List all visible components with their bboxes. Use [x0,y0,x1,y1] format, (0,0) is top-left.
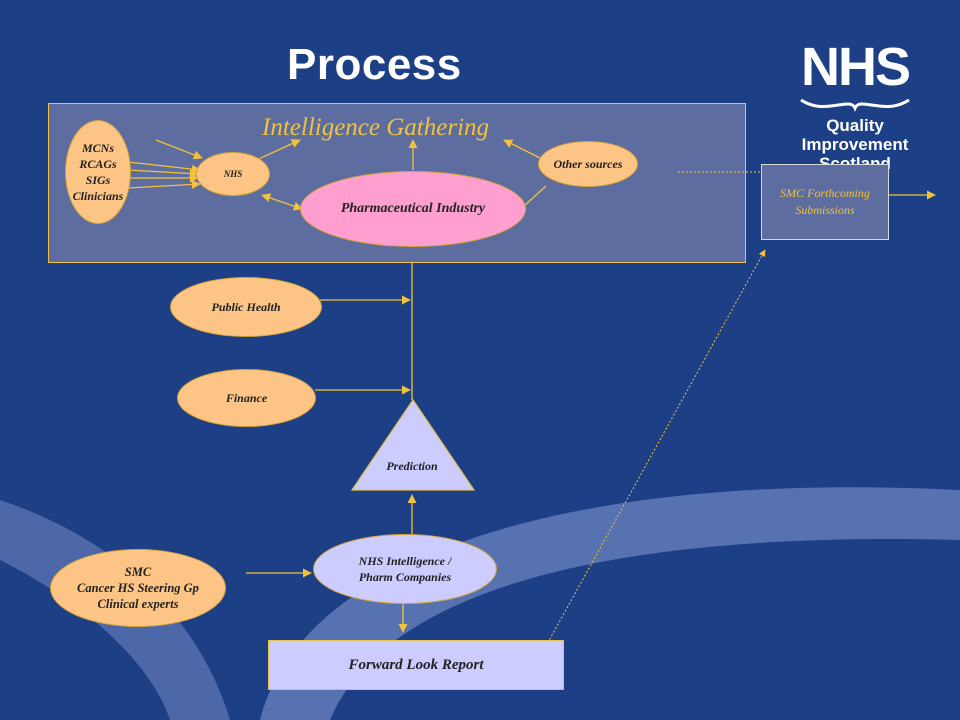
pharma-label: Pharmaceutical Industry [340,201,486,216]
forward-look-report-box: Forward Look Report [268,640,564,690]
logo-line-1: Quality [826,116,884,135]
nhs-intel-line-1: NHS Intelligence / [358,554,452,568]
nhs-intel-line-2: Pharm Companies [358,570,452,584]
nhs-intel-oval: NHS Intelligence / Pharm Companies [313,534,497,604]
stakeholder-mcns: MCNs [81,141,114,155]
prediction-label: Prediction [386,459,438,473]
finance-label: Finance [225,391,268,405]
stakeholders-oval: MCNs RCAGs SIGs Clinicians [65,120,131,224]
pharma-oval: Pharmaceutical Industry [300,171,526,247]
prediction-triangle [350,398,476,491]
smc-group-line-2: Cancer HS Steering Gp [77,581,199,595]
forward-look-label: Forward Look Report [348,656,484,673]
smc-forthcoming-line-1: SMC Forthcoming [780,186,870,200]
stakeholder-rcags: RCAGs [79,157,117,171]
smc-group-line-1: SMC [124,565,152,579]
finance-oval: Finance [177,369,316,427]
stakeholder-sigs: SIGs [85,173,111,187]
smc-forthcoming-line-2: Submissions [795,203,855,217]
other-sources-label: Other sources [553,157,623,171]
nhs-label: NHS [223,169,243,179]
logo-line-2: Improvement [801,135,909,154]
smc-group-line-3: Clinical experts [97,597,179,611]
smc-forthcoming-box: SMC Forthcoming Submissions [761,164,889,240]
smc-group-oval: SMC Cancer HS Steering Gp Clinical exper… [50,549,226,627]
public-health-oval: Public Health [170,277,322,337]
panel-title: Intelligence Gathering [262,114,490,141]
page-title: Process [287,40,462,89]
other-sources-oval: Other sources [538,141,638,187]
nhs-oval: NHS [196,152,270,196]
stakeholder-clinicians: Clinicians [72,189,124,203]
public-health-label: Public Health [211,300,281,314]
logo-mark: NHS [800,37,911,97]
logo-wave-icon [800,98,910,112]
